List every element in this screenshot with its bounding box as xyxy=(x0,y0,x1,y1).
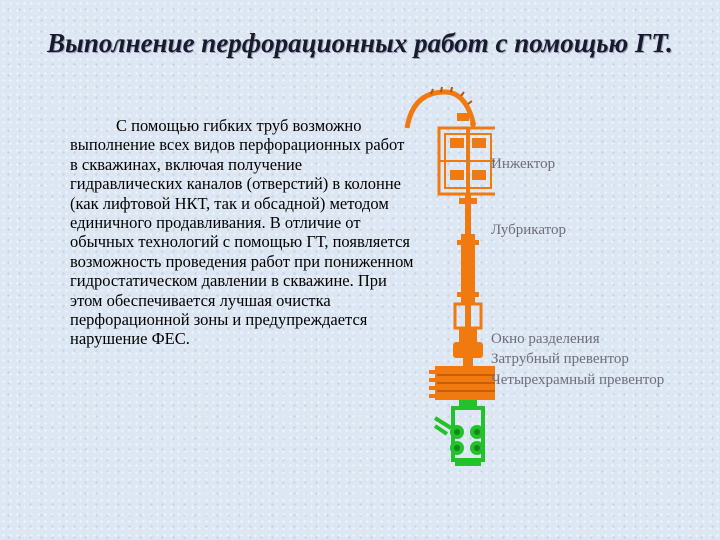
slide-body: С помощью гибких труб возможно выполнени… xyxy=(70,116,415,349)
label-annular-preventer: Затрубный превентор xyxy=(491,351,629,367)
injector-head-icon xyxy=(437,126,495,196)
slide-title: Выполнение перфорационных работ с помощь… xyxy=(47,28,673,58)
label-injector: Инжектор xyxy=(491,156,556,172)
wellhead-valve-icon xyxy=(433,400,485,466)
label-separation-window: Окно разделения xyxy=(491,331,600,347)
coiled-tubing-guide-arch-icon xyxy=(404,86,476,129)
coiled-tubing-equipment-diagram xyxy=(404,86,495,466)
label-quad-ram-preventer: Четырехрамный превентор xyxy=(491,372,665,388)
label-lubricator: Лубрикатор xyxy=(491,222,566,238)
body-paragraph: С помощью гибких труб возможно выполнени… xyxy=(70,116,414,349)
